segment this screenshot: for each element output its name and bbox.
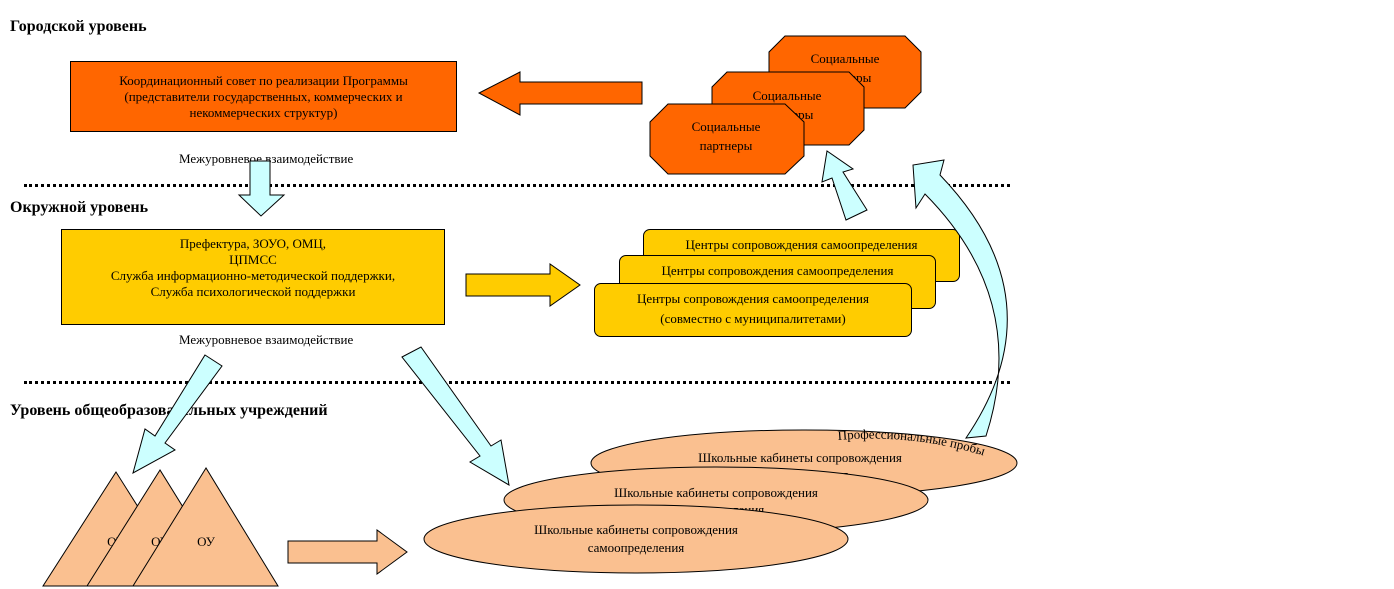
school-triangle-3 [132, 467, 279, 587]
prefecture-line-3: Служба информационно-методической поддер… [110, 268, 396, 283]
partners-back-line-1: Социальные [811, 51, 880, 66]
arrow-diagonal-to-schools [132, 354, 223, 475]
cabinet-ellipse-front [423, 504, 849, 574]
center-front-line-2: (совместно с муниципалитетами) [660, 311, 846, 326]
school-label-3: ОУ [197, 534, 216, 549]
cabinet-front-line-2: самоопределения [588, 540, 685, 555]
interaction-label-upper: Межуровневое взаимодействие [179, 151, 354, 166]
arrow-right-yellow [465, 263, 581, 307]
interaction-label-lower: Межуровневое взаимодействие [179, 332, 354, 347]
cabinet-middle-line-1: Школьные кабинеты сопровождения [614, 485, 818, 500]
prefecture-line-1: Префектура, ЗОУО, ОМЦ, [179, 236, 327, 251]
prefecture-line-2: ЦПМСС [229, 252, 277, 267]
arrow-right-peach [287, 529, 408, 575]
coordination-council-line-1: Координационный совет по реализации Прог… [119, 72, 408, 88]
cabinet-front-line-1: Школьные кабинеты сопровождения [534, 522, 738, 537]
partners-middle-line-1: Социальные [753, 88, 822, 103]
partners-front-line-2: партнеры [700, 138, 753, 153]
level-school-title: Уровень общеобразовательных учреждений [10, 402, 328, 419]
coordination-council-box: Координационный совет по реализации Прог… [70, 61, 457, 132]
partners-octagon-front [649, 103, 805, 175]
center-box-front: Центры сопровождения самоопределения (со… [594, 283, 912, 337]
separator-district-school [24, 381, 1010, 384]
coordination-council-line-3: некоммерческих структур) [189, 104, 338, 120]
cabinet-back-line-1: Школьные кабинеты сопровождения [698, 450, 902, 465]
center-back-text: Центры сопровождения самоопределения [685, 237, 918, 252]
partners-front-line-1: Социальные [692, 119, 761, 134]
arrow-diagonal-to-cabinets [401, 346, 510, 486]
arrow-curved-blue [912, 159, 1008, 439]
level-district-title: Окружной уровень [10, 199, 149, 216]
prefecture-box: Префектура, ЗОУО, ОМЦ, ЦПМСС Служба инфо… [61, 229, 445, 325]
coordination-council-line-2: (представители государственных, коммерче… [124, 88, 403, 104]
separator-city-district [24, 184, 1010, 187]
arrow-left-orange [477, 71, 643, 116]
level-city-title: Городской уровень [10, 18, 147, 35]
arrow-up-blue [821, 150, 868, 221]
center-middle-text: Центры сопровождения самоопределения [661, 263, 894, 278]
arrow-down-blue [237, 160, 286, 217]
center-front-line-1: Центры сопровождения самоопределения [637, 291, 869, 306]
prefecture-line-4: Служба психологической поддержки [150, 284, 356, 299]
